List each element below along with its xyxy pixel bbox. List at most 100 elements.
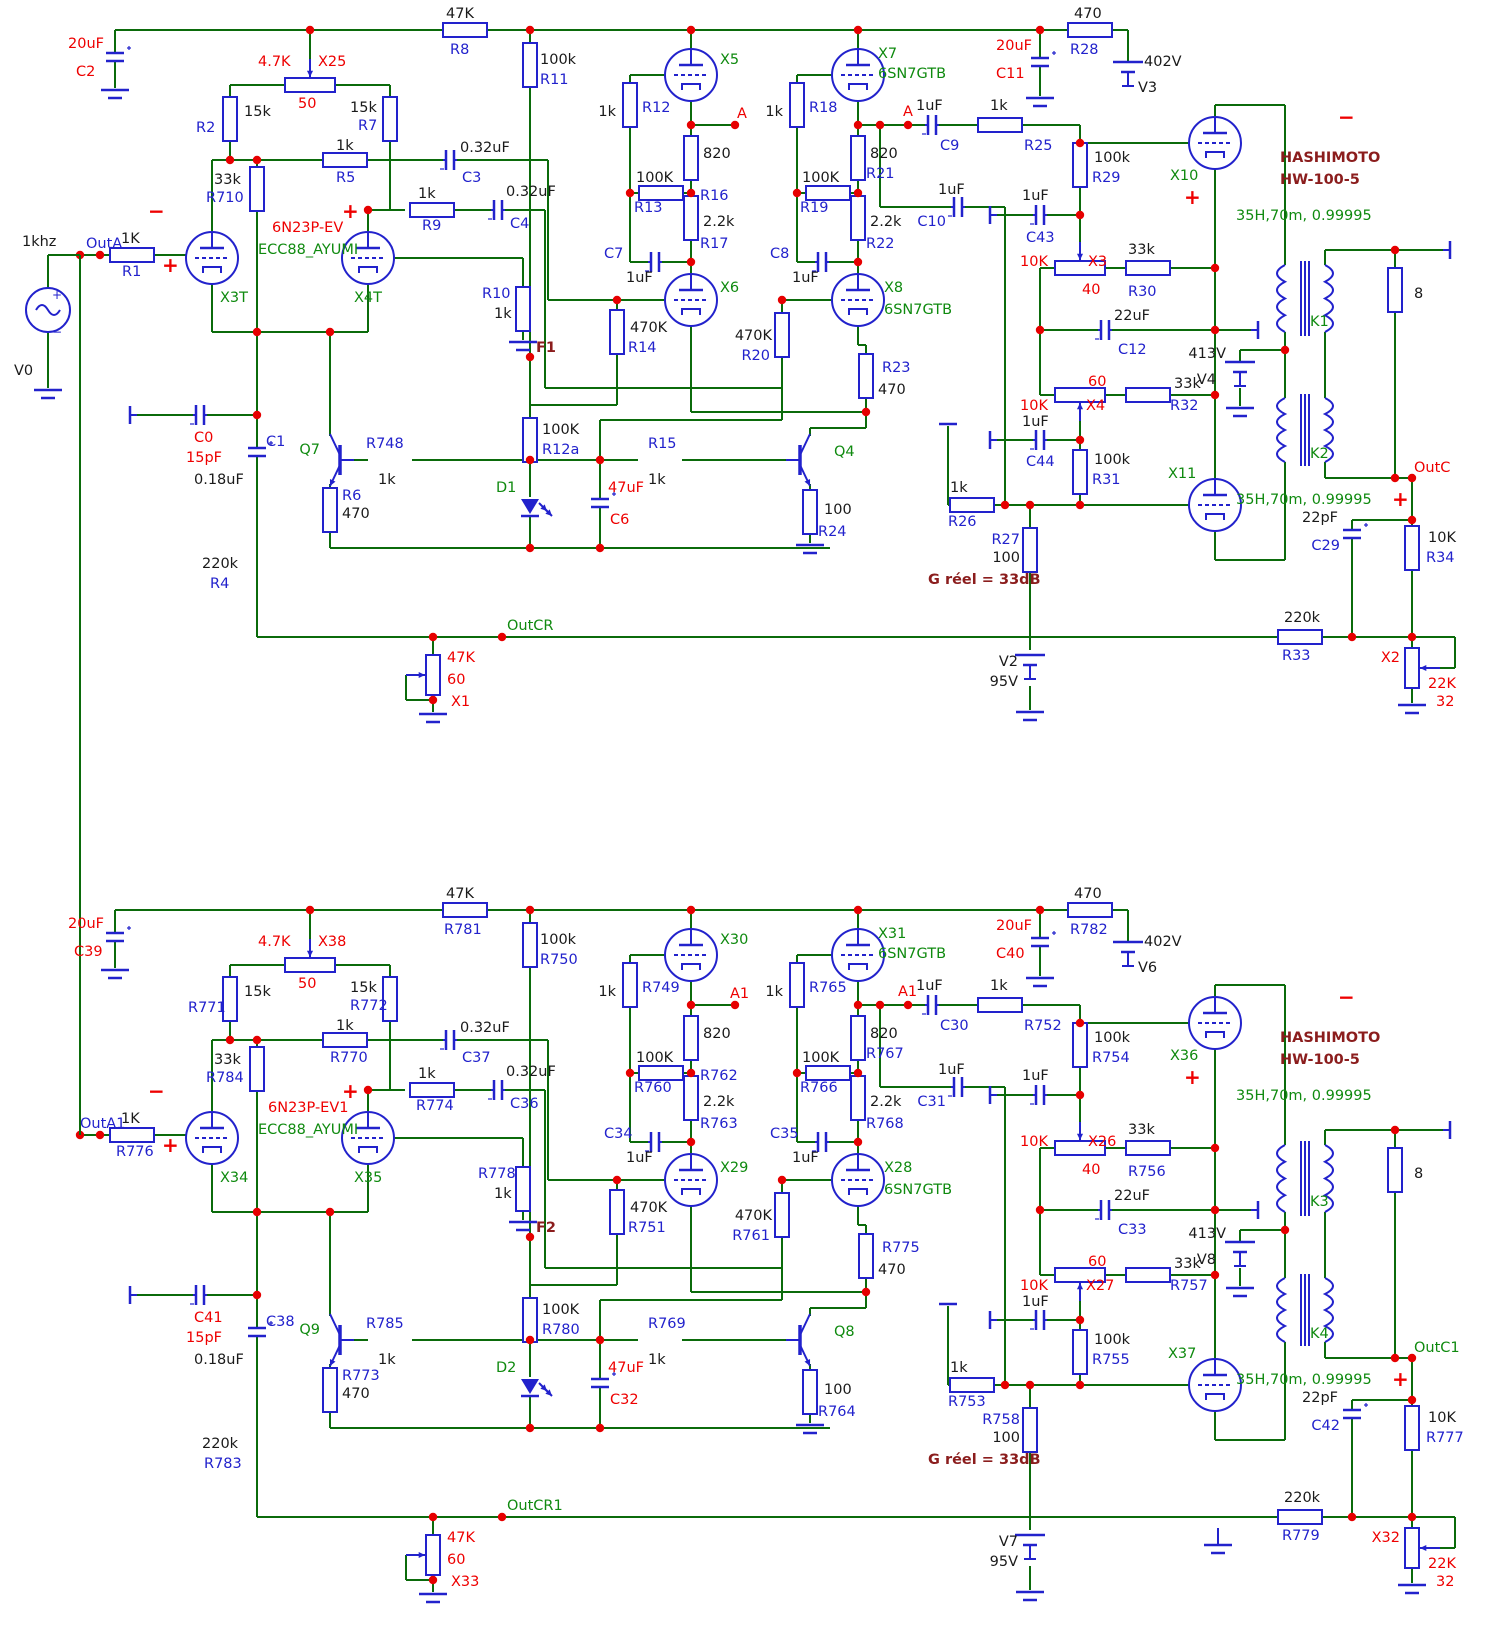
resistor-symbol (850, 1015, 866, 1061)
resistor-symbol (638, 185, 684, 201)
wiper-arrowhead-icon (804, 479, 811, 486)
junction-dot (686, 1000, 696, 1010)
junction-dot (525, 25, 535, 35)
junction-dot (1210, 263, 1220, 273)
designator-label: C12 (1118, 342, 1147, 358)
net-label: 6SN7GTB (884, 302, 952, 318)
designator-label: R756 (1128, 1164, 1166, 1180)
tube-cathode-icon (358, 266, 378, 273)
value-label: 220k (1284, 1490, 1321, 1506)
value-label: 33k (1128, 242, 1155, 258)
resistor-symbol (222, 976, 238, 1022)
value-label: 0.32uF (460, 1020, 510, 1036)
value-label: 33k (214, 172, 241, 188)
resistor-symbol (522, 922, 538, 968)
value-label: 33k (1128, 1122, 1155, 1138)
potentiometer-symbol (1054, 387, 1106, 403)
designator-label: R771 (188, 1000, 226, 1016)
highlight-label: X32 (1372, 1530, 1400, 1546)
resistor-symbol (409, 1082, 455, 1098)
designator-label: R753 (948, 1394, 986, 1410)
wiper-arrowhead-icon (306, 70, 314, 77)
net-label: Q9 (299, 1322, 320, 1338)
wiper-arrowhead-icon (418, 671, 425, 679)
net-label: ECC88_AYUMI (258, 242, 358, 258)
highlight-label: A (903, 104, 913, 120)
resistor-symbol (222, 96, 238, 142)
junction-dot (363, 1085, 373, 1095)
value-label: V6 (1138, 960, 1157, 976)
wiper-arrowhead-icon (1420, 664, 1427, 672)
designator-label: R748 (366, 436, 404, 452)
value-label: 1uF (938, 182, 965, 198)
tube-cathode-icon (358, 1146, 378, 1153)
value-label: 1k (648, 472, 666, 488)
designator-label: OutA1 (80, 1116, 125, 1132)
designator-label: R763 (700, 1116, 738, 1132)
highlight-label: C39 (74, 944, 103, 960)
net-label: 35H,70m, 0.99995 (1236, 492, 1372, 508)
resistor-symbol (683, 195, 699, 241)
designator-label: R29 (1092, 170, 1121, 186)
junction-dot (1210, 1270, 1220, 1280)
designator-label: R751 (628, 1220, 666, 1236)
value-label: 1uF (916, 978, 943, 994)
junction-dot (686, 188, 696, 198)
designator-label: C30 (940, 1018, 969, 1034)
junction-dot (1407, 1353, 1417, 1363)
designator-label: R710 (206, 190, 244, 206)
transistor-collector (799, 433, 811, 456)
highlight-label: − (148, 199, 165, 223)
junction-dot (853, 905, 863, 915)
value-label: 33k (1174, 376, 1201, 392)
junction-dot (1075, 1090, 1085, 1100)
value-label: 1k (418, 1066, 436, 1082)
designator-label: R19 (800, 200, 829, 216)
designator-label: R768 (866, 1116, 904, 1132)
value-label: 820 (703, 1026, 731, 1042)
value-label: 470 (1074, 886, 1102, 902)
potentiometer-symbol (1404, 1527, 1420, 1569)
value-label: V0 (14, 363, 33, 379)
transistor-collector (329, 1313, 341, 1336)
net-label: 6SN7GTB (878, 66, 946, 82)
resistor-symbol (109, 1127, 155, 1143)
junction-dot (792, 1068, 802, 1078)
net-label: Q7 (299, 442, 320, 458)
designator-label: R774 (416, 1098, 454, 1114)
designator-label: R11 (540, 72, 569, 88)
junction-dot (861, 1287, 871, 1297)
value-label: 470K (630, 1200, 668, 1216)
resistor-symbol (802, 1369, 818, 1415)
designator-label: C38 (266, 1314, 295, 1330)
value-label: 470K (630, 320, 668, 336)
designator-label: R772 (350, 998, 388, 1014)
designator-label: R18 (809, 100, 838, 116)
designator-label: R7 (358, 118, 377, 134)
net-label: X6 (720, 280, 739, 296)
transformer-coil-icon (1322, 397, 1334, 463)
value-label: 47K (446, 886, 474, 902)
highlight-label: 22K (1428, 676, 1456, 692)
value-label: 95V (990, 674, 1018, 690)
value-label: 100K (542, 1302, 580, 1318)
value-label: 1uF (1022, 1294, 1049, 1310)
value-label: 100 (992, 550, 1020, 566)
junction-dot (1075, 1315, 1085, 1325)
wiper-arrowhead-icon (545, 1389, 552, 1396)
resistor-symbol (1067, 22, 1113, 38)
highlight-label: X27 (1086, 1278, 1114, 1294)
junction-dot (525, 352, 535, 362)
designator-label: C1 (266, 434, 285, 450)
highlight-label: 40 (1082, 282, 1100, 298)
highlight-label: 6N23P-EV1 (268, 1100, 349, 1116)
designator-label: R778 (478, 1166, 516, 1182)
designator-label: R4 (210, 576, 229, 592)
tube-cathode-icon (202, 1146, 222, 1153)
designator-label: R760 (634, 1080, 672, 1096)
junction-dot (525, 1232, 535, 1242)
junction-dot (1390, 245, 1400, 255)
value-label: 10K (1428, 530, 1456, 546)
highlight-label: 10K (1020, 254, 1048, 270)
junction-dot (1347, 632, 1357, 642)
